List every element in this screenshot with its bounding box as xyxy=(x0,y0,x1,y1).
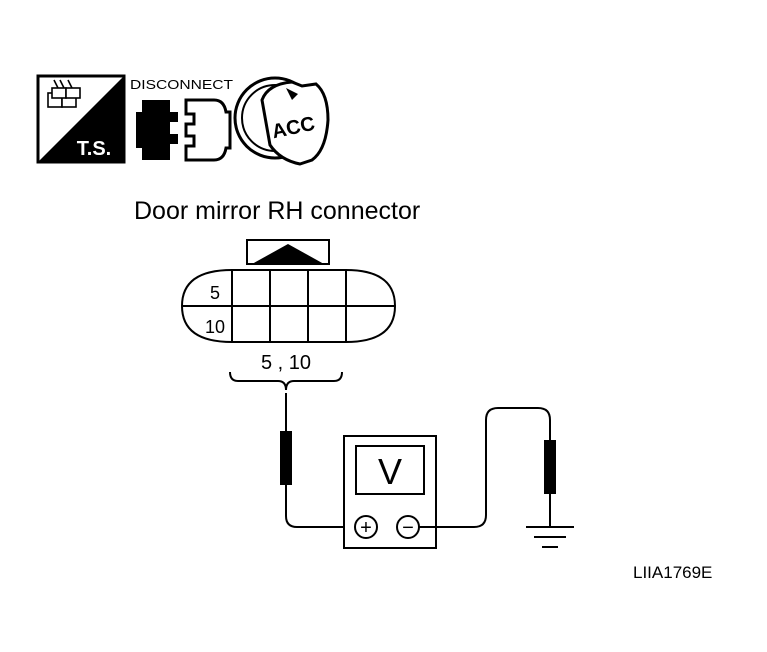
connector-pictogram-icon xyxy=(47,79,81,108)
disconnect-icon: DISCONNECT xyxy=(130,77,233,162)
key-acc-icon: ACC xyxy=(233,76,330,166)
disconnect-label: DISCONNECT xyxy=(130,77,233,92)
probe-pins-label: 5 , 10 xyxy=(261,352,311,374)
positive-terminal xyxy=(354,515,378,539)
negative-symbol: − xyxy=(402,517,414,539)
pin-label-10: 10 xyxy=(205,317,225,337)
ts-icon: T.S. xyxy=(36,74,126,164)
positive-symbol: + xyxy=(360,517,372,539)
connector-title: Door mirror RH connector xyxy=(134,197,420,225)
figure-id: LIIA1769E xyxy=(633,563,712,582)
positive-probe xyxy=(280,393,355,528)
ground-icon xyxy=(526,526,574,548)
voltmeter: V + − xyxy=(343,435,437,549)
negative-probe xyxy=(419,407,556,528)
pin-bracket xyxy=(229,371,343,391)
door-mirror-connector xyxy=(180,239,397,343)
pin-label-5: 5 xyxy=(210,283,220,303)
ts-label: T.S. xyxy=(77,138,111,160)
meter-display: V xyxy=(378,451,402,492)
